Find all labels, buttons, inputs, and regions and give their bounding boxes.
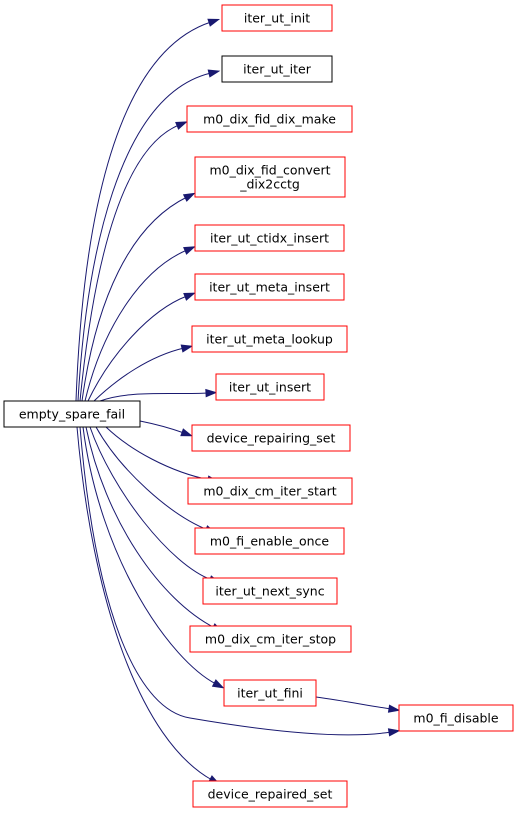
node-box[interactable] <box>187 477 353 505</box>
node-box[interactable] <box>221 4 333 32</box>
node-box[interactable] <box>194 224 345 252</box>
edge-line <box>139 420 185 434</box>
node-label: m0_dix_fid_convert <box>209 163 330 178</box>
arrowhead-icon <box>387 728 401 737</box>
arrowhead-icon <box>207 18 221 27</box>
node-box[interactable] <box>192 780 348 808</box>
node-iter_ut_init[interactable]: iter_ut_init <box>221 4 333 32</box>
edge-empty_spare_fail-to-device_repairing_set <box>139 420 193 437</box>
node-label: m0_fi_enable_once <box>210 534 330 549</box>
node-box[interactable] <box>194 156 346 198</box>
edge-line <box>85 426 216 629</box>
edge-line <box>89 426 213 581</box>
arrowhead-icon <box>180 344 194 353</box>
edge-empty_spare_fail-to-m0_dix_fid_convert_dix2cctg <box>81 192 196 402</box>
edge-line <box>93 347 185 402</box>
node-box[interactable] <box>223 679 317 707</box>
node-iter_ut_ctidx_insert[interactable]: iter_ut_ctidx_insert <box>194 224 345 252</box>
node-m0_dix_cm_iter_start[interactable]: m0_dix_cm_iter_start <box>187 477 353 505</box>
edge-line <box>105 426 211 481</box>
node-m0_fi_disable[interactable]: m0_fi_disable <box>398 704 514 732</box>
edge-line <box>87 295 188 402</box>
edge-line <box>79 426 392 736</box>
node-label: m0_dix_fid_dix_make <box>203 112 336 127</box>
node-label: device_repairing_set <box>207 431 336 446</box>
node-m0_dix_fid_convert_dix2cctg[interactable]: m0_dix_fid_convert_dix2cctg <box>194 156 346 198</box>
edge-line <box>79 124 180 402</box>
edge-line <box>81 196 188 402</box>
node-label: _dix2cctg <box>239 177 300 192</box>
node-box[interactable] <box>221 55 333 83</box>
edge-empty_spare_fail-to-iter_ut_meta_insert <box>87 292 196 402</box>
node-label: iter_ut_insert <box>229 380 311 395</box>
node-iter_ut_insert[interactable]: iter_ut_insert <box>215 373 325 401</box>
node-label: iter_ut_iter <box>243 62 312 77</box>
edge-empty_spare_fail-to-m0_dix_fid_dix_make <box>79 121 188 402</box>
edge-line <box>75 21 212 402</box>
node-box[interactable] <box>202 577 338 605</box>
edge-empty_spare_fail-to-iter_ut_iter <box>77 69 221 402</box>
node-box[interactable] <box>191 325 348 353</box>
edge-line <box>82 426 217 685</box>
arrowhead-icon <box>183 246 196 255</box>
node-label: m0_fi_disable <box>413 711 498 726</box>
edge-empty_spare_fail-to-m0_fi_disable <box>79 426 401 737</box>
node-m0_fi_enable_once[interactable]: m0_fi_enable_once <box>194 527 345 555</box>
edges-layer <box>75 18 401 785</box>
node-box[interactable] <box>215 373 325 401</box>
node-box[interactable] <box>194 273 345 301</box>
node-iter_ut_meta_insert[interactable]: iter_ut_meta_insert <box>194 273 345 301</box>
nodes-layer: empty_spare_fail iter_ut_init iter_ut_iter… <box>3 4 514 808</box>
arrowhead-icon <box>183 292 196 301</box>
node-label: m0_dix_cm_iter_stop <box>205 632 336 647</box>
node-box[interactable] <box>3 400 141 428</box>
node-box[interactable] <box>398 704 514 732</box>
node-m0_dix_cm_iter_stop[interactable]: m0_dix_cm_iter_stop <box>189 625 352 653</box>
node-label: iter_ut_init <box>244 11 310 26</box>
edge-line <box>77 72 212 402</box>
node-label: empty_spare_fail <box>19 407 125 422</box>
node-label: m0_dix_cm_iter_start <box>203 484 336 499</box>
node-box[interactable] <box>189 625 352 653</box>
arrowhead-icon <box>182 192 196 202</box>
root-node[interactable]: empty_spare_fail <box>3 400 141 428</box>
edge-line <box>84 249 188 402</box>
arrowhead-icon <box>387 704 401 713</box>
edge-line <box>315 696 392 710</box>
node-device_repaired_set[interactable]: device_repaired_set <box>192 780 348 808</box>
node-box[interactable] <box>186 105 353 133</box>
node-label: iter_ut_ctidx_insert <box>210 231 329 246</box>
node-device_repairing_set[interactable]: device_repairing_set <box>191 424 351 452</box>
arrowhead-icon <box>175 121 188 130</box>
edge-empty_spare_fail-to-iter_ut_ctidx_insert <box>84 246 196 402</box>
edge-line <box>99 392 209 402</box>
arrowhead-icon <box>205 388 218 398</box>
edge-line <box>95 426 209 531</box>
node-label: iter_ut_fini <box>237 686 303 701</box>
arrowhead-icon <box>211 679 225 689</box>
node-iter_ut_iter[interactable]: iter_ut_iter <box>221 55 333 83</box>
node-iter_ut_next_sync[interactable]: iter_ut_next_sync <box>202 577 338 605</box>
edge-empty_spare_fail-to-iter_ut_init <box>75 18 221 402</box>
node-label: iter_ut_meta_lookup <box>206 332 333 347</box>
edge-empty_spare_fail-to-iter_ut_fini <box>82 426 225 689</box>
node-label: iter_ut_meta_insert <box>209 280 330 295</box>
node-iter_ut_meta_lookup[interactable]: iter_ut_meta_lookup <box>191 325 348 353</box>
node-box[interactable] <box>191 424 351 452</box>
edge-empty_spare_fail-to-iter_ut_meta_lookup <box>93 344 194 402</box>
node-box[interactable] <box>194 527 345 555</box>
node-iter_ut_fini[interactable]: iter_ut_fini <box>223 679 317 707</box>
arrowhead-icon <box>207 69 221 78</box>
node-label: device_repaired_set <box>208 787 333 802</box>
node-m0_dix_fid_dix_make[interactable]: m0_dix_fid_dix_make <box>186 105 353 133</box>
node-label: iter_ut_next_sync <box>215 584 324 599</box>
arrowhead-icon <box>180 428 193 437</box>
edge-iter_ut_fini-to-m0_fi_disable <box>315 696 401 713</box>
edge-line <box>76 426 213 781</box>
edge-empty_spare_fail-to-iter_ut_insert <box>99 388 218 402</box>
